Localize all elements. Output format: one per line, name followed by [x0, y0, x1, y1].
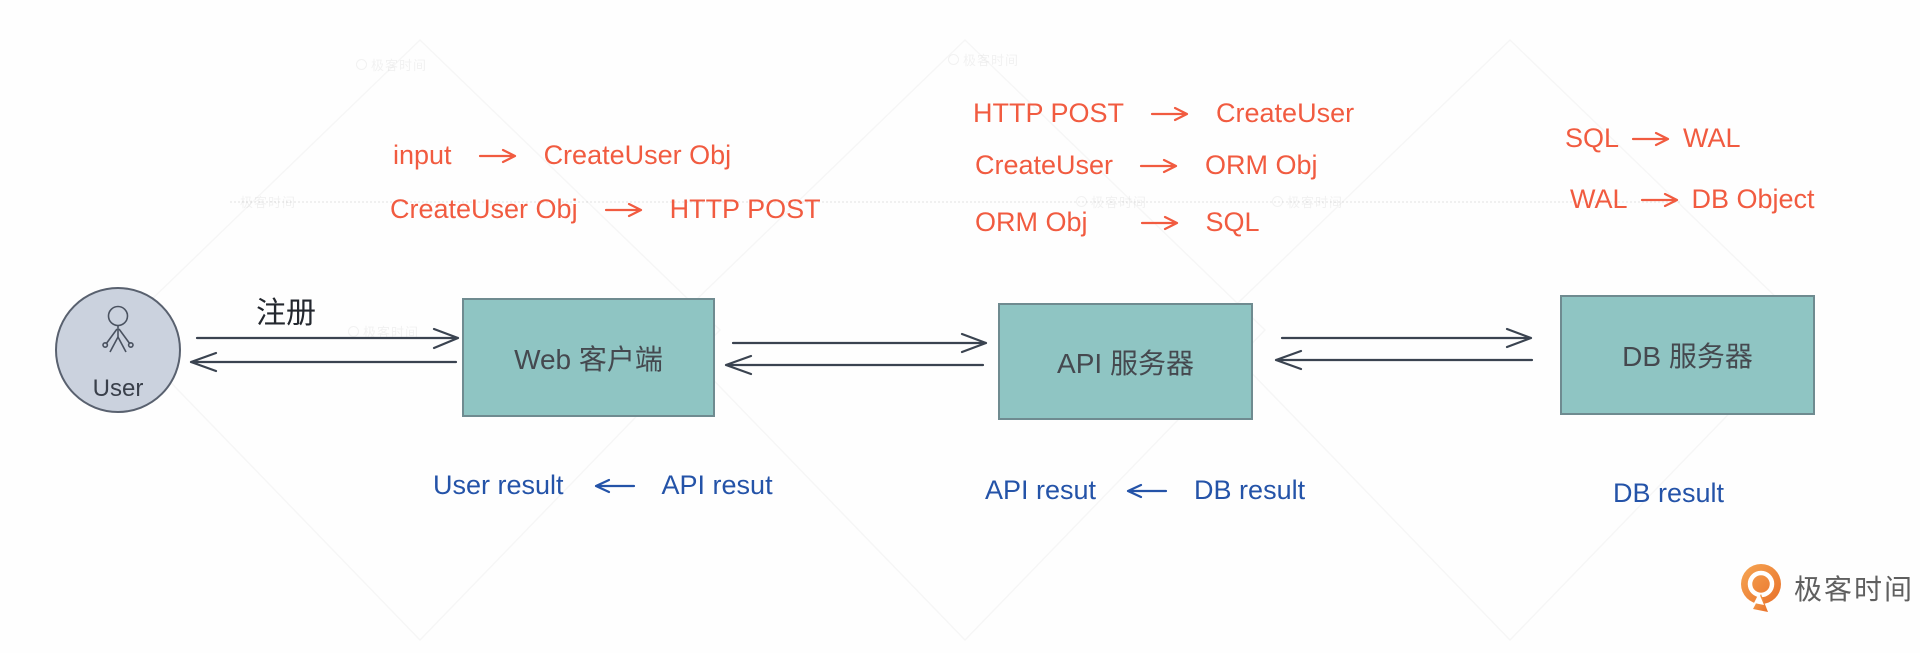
stick-figure-icon [102, 305, 134, 353]
transform-api-2: CreateUser ORM Obj [975, 150, 1318, 181]
watermark-q-icon [348, 326, 359, 337]
transform-web-1: input CreateUser Obj [393, 140, 731, 171]
transform-from: CreateUser [975, 150, 1114, 180]
arrow-web-to-user [189, 351, 458, 373]
watermark: 极客时间 [948, 50, 1019, 69]
left-arrow-icon [594, 478, 635, 493]
arrow-api-to-web [724, 354, 985, 376]
transform-to: CreateUser [1216, 98, 1355, 128]
transform-from: SQL [1565, 123, 1620, 153]
right-arrow-icon [1640, 192, 1678, 207]
watermark-text: 极客时间 [1091, 195, 1148, 210]
watermark-text: 极客时间 [1287, 195, 1344, 210]
watermark: 极客时间 [348, 322, 419, 341]
result-source: DB result [1194, 475, 1306, 505]
transform-api-3: ORM Obj SQL [975, 207, 1260, 238]
transform-to: CreateUser Obj [543, 140, 732, 170]
arrow-api-to-db [1280, 327, 1533, 349]
transform-to: ORM Obj [1205, 150, 1318, 180]
watermark-q-icon [1076, 196, 1087, 207]
node-db-server: DB 服务器 [1560, 295, 1815, 415]
right-arrow-icon [1150, 106, 1189, 121]
transform-db-1: SQL WAL [1565, 123, 1741, 154]
watermark-text: 极客时间 [240, 195, 297, 210]
watermark-q-icon [1272, 196, 1283, 207]
watermark-text: 极客时间 [363, 325, 420, 340]
transform-from: input [393, 140, 452, 170]
geektime-logo: 极客时间 [1738, 562, 1914, 614]
right-arrow-icon [478, 148, 516, 163]
right-arrow-icon [1140, 215, 1178, 230]
transform-to: WAL [1683, 123, 1741, 153]
result-target: DB result [1613, 478, 1725, 508]
result-source: API resut [661, 470, 773, 500]
node-api-server: API 服务器 [998, 303, 1253, 420]
geektime-logo-text: 极客时间 [1794, 574, 1915, 605]
result-api: API resut DB result [985, 475, 1305, 506]
result-db: DB result [1613, 478, 1724, 509]
arrow-web-to-api [731, 332, 988, 354]
left-arrow-icon [1126, 483, 1168, 498]
watermark-dotted-line [230, 201, 1680, 203]
watermark: 极客时间 [240, 192, 296, 211]
transform-api-1: HTTP POST CreateUser [973, 98, 1354, 129]
arrow-db-to-api [1274, 349, 1534, 371]
transform-from: CreateUser Obj [390, 194, 578, 224]
transform-from: HTTP POST [973, 98, 1125, 128]
result-web: User result API resut [433, 470, 773, 501]
result-target: API resut [985, 475, 1097, 505]
transform-to: SQL [1205, 207, 1260, 237]
right-arrow-icon [604, 202, 642, 217]
geektime-logo-icon [1741, 564, 1781, 612]
transform-to: DB Object [1691, 184, 1815, 214]
user-actor: User [55, 287, 181, 413]
watermark-q-icon [948, 54, 959, 65]
watermark: 极客时间 [356, 55, 427, 74]
transform-web-2: CreateUser Obj HTTP POST [390, 194, 821, 225]
node-api-server-label: API 服务器 [1057, 347, 1194, 379]
watermark-q-icon [356, 59, 367, 70]
transform-from: ORM Obj [975, 207, 1088, 237]
node-web-client: Web 客户端 [462, 298, 715, 417]
watermark-text: 极客时间 [371, 58, 428, 73]
register-label: 注册 [256, 297, 316, 330]
node-db-server-label: DB 服务器 [1622, 341, 1753, 372]
transform-db-2: WAL DB Object [1570, 184, 1815, 215]
right-arrow-icon [1631, 131, 1670, 146]
transform-from: WAL [1570, 184, 1628, 214]
transform-to: HTTP POST [669, 194, 821, 224]
watermark-text: 极客时间 [963, 53, 1020, 68]
right-arrow-icon [1139, 158, 1178, 173]
watermark: 极客时间 [1272, 192, 1343, 211]
user-actor-label: User [92, 375, 144, 402]
result-target: User result [433, 470, 564, 500]
watermark: 极客时间 [1076, 192, 1147, 211]
node-web-client-label: Web 客户端 [514, 343, 663, 375]
